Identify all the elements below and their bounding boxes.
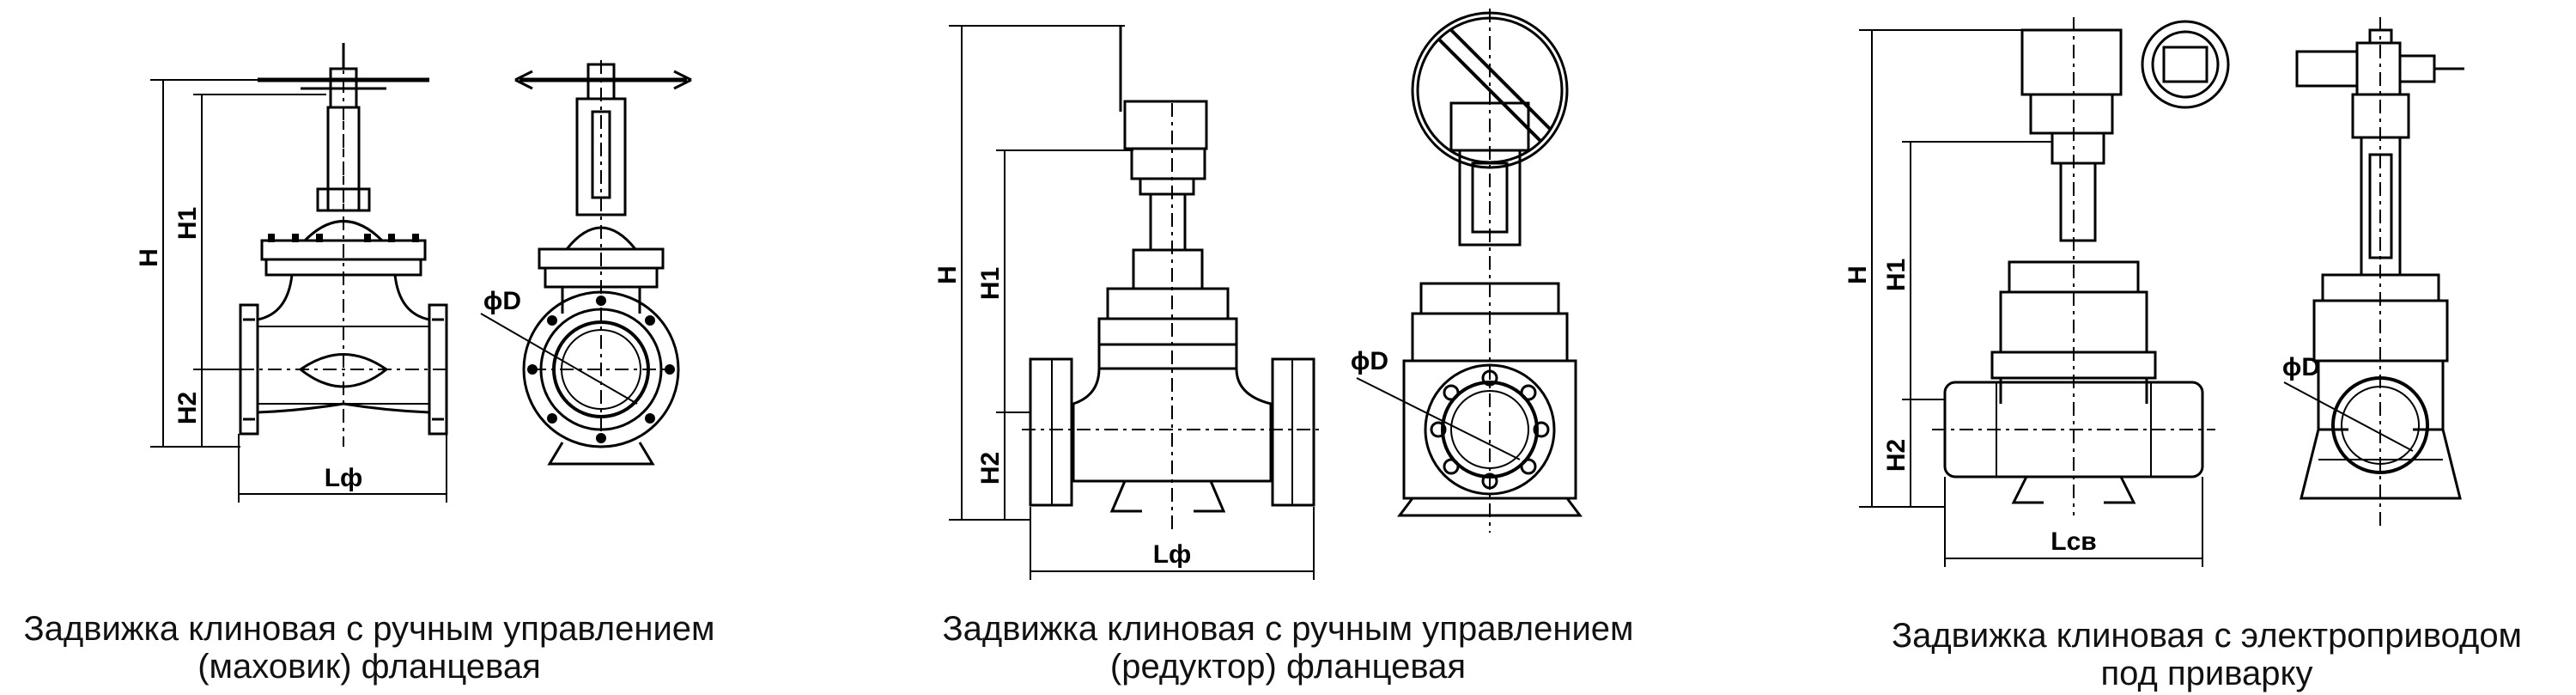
dim-h-3: H <box>1844 265 1872 284</box>
valve-3-front-view <box>1859 17 2230 567</box>
dim-h-2: H <box>933 265 962 284</box>
dim-h2-3: H2 <box>1882 439 1911 472</box>
dim-h1-1: H1 <box>173 207 202 240</box>
caption-1-line-2: (маховик) фланцевая <box>197 648 541 686</box>
dim-l-1: Lф <box>325 464 363 492</box>
caption-3-line-1: Задвижка клиновая с электроприводом <box>1891 617 2523 655</box>
dim-l-3: Lсв <box>2050 527 2096 556</box>
caption-1: Задвижка клиновая с ручным управлением (… <box>0 610 738 686</box>
caption-2: Задвижка клиновая с ручным управлением (… <box>919 610 1657 686</box>
valve-1-side-view <box>480 60 692 466</box>
caption-2-line-1: Задвижка клиновая с ручным управлением <box>942 610 1634 648</box>
caption-2-line-2: (редуктор) фланцевая <box>1109 648 1467 686</box>
dim-d-3: ϕD <box>2282 353 2320 381</box>
valve-2-front-view <box>949 25 1322 580</box>
dim-h-1: H <box>135 248 163 267</box>
dim-h2-1: H2 <box>173 392 202 424</box>
valve-2-side-view <box>1356 9 1583 533</box>
dim-l-2: Lф <box>1153 540 1192 569</box>
caption-3-line-2: под приварку <box>2100 655 2313 692</box>
caption-3: Задвижка клиновая с электроприводом под … <box>1838 617 2576 692</box>
valve-3-side-view <box>2283 17 2464 528</box>
dim-d-2: ϕD <box>1351 347 1388 375</box>
caption-1-line-1: Задвижка клиновая с ручным управлением <box>23 610 715 648</box>
valve-1-front-view <box>150 43 448 503</box>
dim-h1-2: H1 <box>976 267 1005 300</box>
dim-h1-3: H1 <box>1882 259 1911 291</box>
dim-h2-2: H2 <box>976 452 1005 485</box>
dim-d-1: ϕD <box>483 287 521 315</box>
